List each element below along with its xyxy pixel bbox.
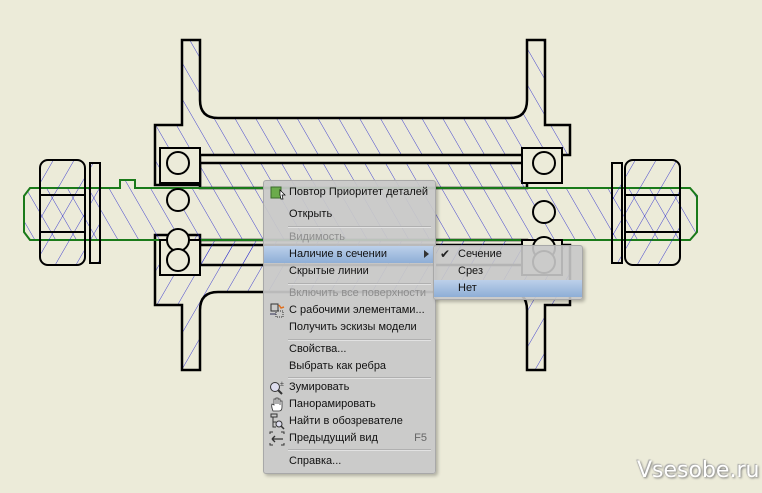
menu-separator xyxy=(288,377,431,379)
context-menu: Повтор Приоритет деталей Открыть Видимос… xyxy=(263,180,436,474)
nuts xyxy=(39,159,681,266)
menu-item-pan[interactable]: Панорамировать xyxy=(264,396,435,413)
section-submenu: ✔Сечение Срез Нет xyxy=(433,245,583,300)
menu-item-part-priority[interactable]: Повтор Приоритет деталей xyxy=(264,184,435,201)
work-features-icon xyxy=(268,302,286,319)
submenu-arrow-icon xyxy=(424,250,429,258)
part-priority-icon xyxy=(268,184,286,201)
menu-separator xyxy=(288,226,431,228)
checkmark-icon: ✔ xyxy=(440,247,451,261)
menu-item-hidden-lines[interactable]: Скрытые линии xyxy=(289,265,369,277)
menu-item-previous-view[interactable]: Предыдущий вид F5 xyxy=(264,430,435,447)
submenu-item-none[interactable]: Нет xyxy=(434,280,582,297)
menu-item-zoom[interactable]: ± Зумировать xyxy=(264,379,435,396)
menu-item-visibility: Видимость xyxy=(289,231,345,243)
menu-item-select-as-edges[interactable]: Выбрать как ребра xyxy=(289,360,387,372)
menu-separator xyxy=(288,339,431,341)
menu-item-work-features[interactable]: С рабочими элементами... xyxy=(264,302,435,319)
menu-separator xyxy=(288,283,431,285)
submenu-item-section[interactable]: ✔Сечение xyxy=(440,247,502,261)
watermark: Vsesobe.ru xyxy=(637,458,760,483)
svg-text:±: ± xyxy=(280,381,284,388)
submenu-item-slice[interactable]: Срез xyxy=(458,265,483,277)
bearings xyxy=(159,147,563,276)
previous-view-icon xyxy=(268,430,286,447)
find-in-browser-icon xyxy=(268,413,286,430)
pan-hand-icon xyxy=(268,396,286,413)
shortcut-label: F5 xyxy=(414,432,427,444)
menu-item-open[interactable]: Открыть xyxy=(289,208,333,220)
menu-item-get-model-sketches[interactable]: Получить эскизы модели xyxy=(289,321,417,333)
menu-item-help[interactable]: Справка... xyxy=(289,455,342,467)
menu-item-section-participation[interactable]: Наличие в сечении xyxy=(264,246,435,263)
menu-item-find-in-browser[interactable]: Найти в обозревателе xyxy=(264,413,435,430)
menu-separator xyxy=(288,449,431,451)
zoom-icon: ± xyxy=(268,379,286,396)
menu-item-enable-all-surfaces: Включить все поверхности xyxy=(289,287,427,299)
menu-item-properties[interactable]: Свойства... xyxy=(289,343,347,355)
